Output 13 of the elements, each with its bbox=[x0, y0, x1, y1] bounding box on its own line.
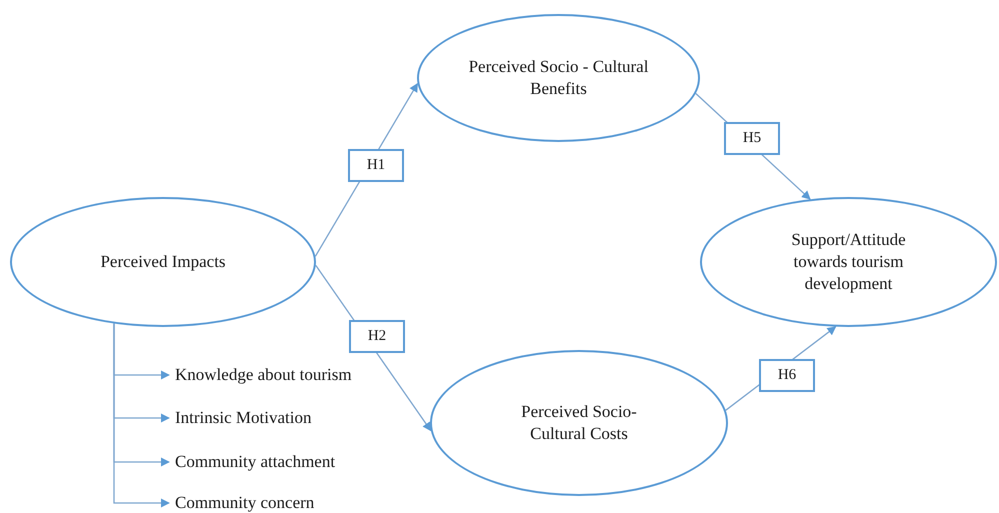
factor-label: Intrinsic Motivation bbox=[175, 408, 312, 428]
factor-label: Community attachment bbox=[175, 452, 336, 472]
hypothesis-label: H5 bbox=[724, 122, 780, 155]
factor-label: Knowledge about tourism bbox=[175, 365, 352, 385]
construct-label: Perceived Socio - Cultural Benefits bbox=[468, 56, 650, 100]
construct-label: Perceived Impacts bbox=[99, 251, 227, 273]
hypothesis-label: H6 bbox=[759, 359, 815, 392]
factor-label: Community concern bbox=[175, 493, 314, 513]
construct-label: Perceived Socio- Cultural Costs bbox=[520, 401, 638, 445]
hypothesis-label: H1 bbox=[348, 149, 404, 182]
arrow bbox=[113, 324, 170, 508]
hypothesis-label: H2 bbox=[349, 320, 405, 353]
construct-label: Support/Attitude towards tourism development bbox=[790, 229, 907, 295]
